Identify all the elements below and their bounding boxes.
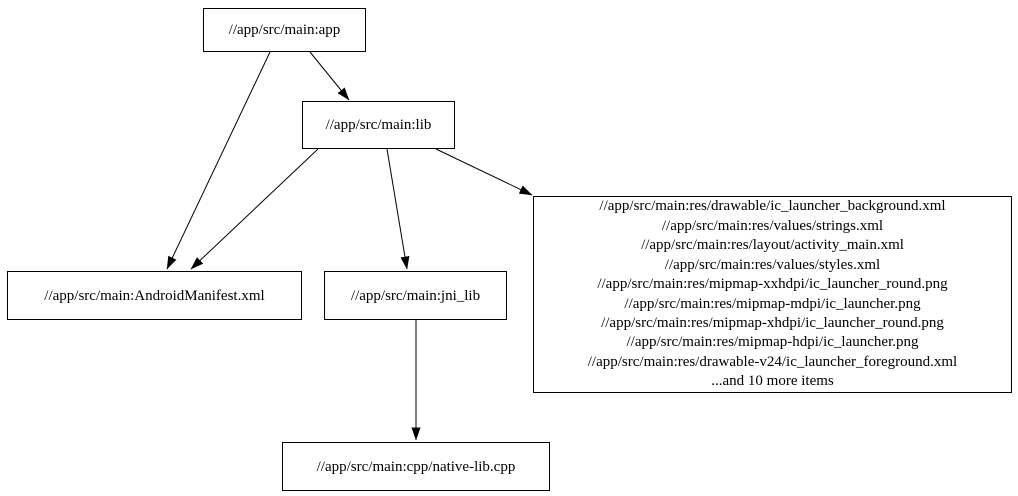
res-group-more-items: ...and 10 more items [711, 373, 834, 390]
node-jni-lib: //app/src/main:jni_lib [324, 271, 507, 320]
res-group-line: //app/src/main:res/values/styles.xml [664, 256, 881, 273]
node-app: //app/src/main:app [203, 8, 366, 52]
node-native-lib-label: //app/src/main:cpp/native-lib.cpp [316, 458, 516, 475]
node-android-manifest-label: //app/src/main:AndroidManifest.xml [44, 287, 265, 304]
edge-lib-manifest [190, 148, 319, 270]
edge-lib-res-group [435, 148, 533, 196]
res-group-line: //app/src/main:res/mipmap-xhdpi/ic_launc… [601, 314, 944, 331]
edge-app-manifest [166, 51, 271, 270]
res-group-line: //app/src/main:res/mipmap-xxhdpi/ic_laun… [597, 276, 948, 293]
node-jni-lib-label: //app/src/main:jni_lib [350, 287, 481, 304]
edge-lib-jni-lib [386, 148, 410, 270]
res-group-line: //app/src/main:res/mipmap-mdpi/ic_launch… [624, 295, 921, 312]
res-group-line: //app/src/main:res/drawable-v24/ic_launc… [587, 353, 958, 370]
res-group-line: //app/src/main:res/layout/activity_main.… [641, 237, 904, 254]
res-group-line: //app/src/main:res/mipmap-hdpi/ic_launch… [626, 334, 919, 351]
res-group-line: //app/src/main:res/drawable/ic_launcher_… [599, 198, 946, 215]
node-lib: //app/src/main:lib [302, 101, 455, 149]
edge-app-lib [309, 51, 350, 101]
node-app-label: //app/src/main:app [228, 22, 341, 38]
res-group-line: //app/src/main:res/values/strings.xml [661, 217, 884, 234]
node-android-manifest: //app/src/main:AndroidManifest.xml [7, 271, 302, 320]
node-native-lib: //app/src/main:cpp/native-lib.cpp [282, 442, 550, 491]
node-lib-label: //app/src/main:lib [325, 117, 432, 133]
node-res-group: //app/src/main:res/drawable/ic_launcher_… [533, 196, 1012, 393]
